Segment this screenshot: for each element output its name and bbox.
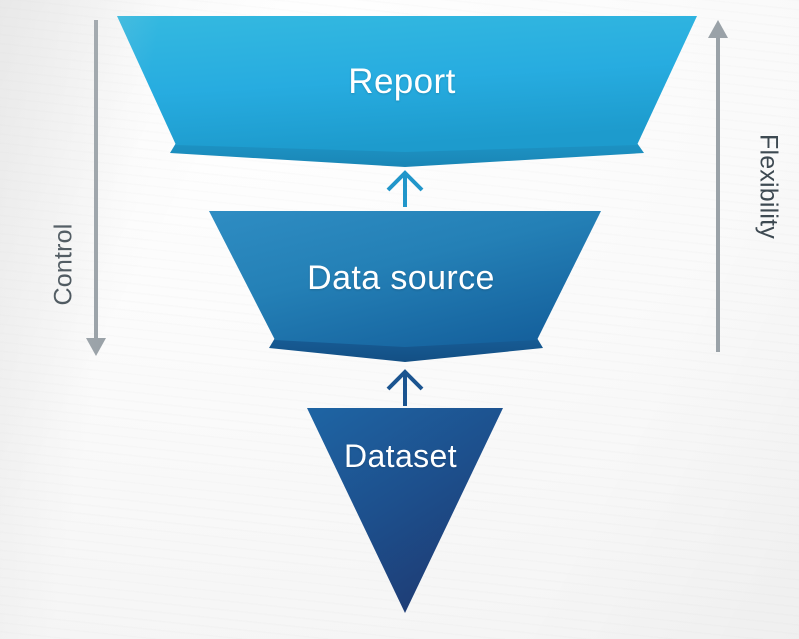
connector-data-source-to-report (386, 170, 424, 207)
funnel-level-dataset[interactable] (307, 408, 503, 613)
funnel-label-dataset: Dataset (343, 438, 458, 474)
data-source-shape (209, 211, 601, 347)
connector-dataset-to-data-source (386, 369, 424, 406)
funnel-label-data-source: Data source (307, 259, 495, 297)
data-source-shadow-band (269, 338, 543, 362)
control-axis-label: Control (49, 223, 78, 306)
flexibility-axis (708, 20, 728, 352)
connector-arrowhead (386, 369, 424, 391)
flexibility-axis-label: Flexibility (754, 134, 783, 239)
report-shape (117, 16, 697, 152)
funnel-level-data-source[interactable] (209, 211, 601, 362)
report-shadow-band (170, 143, 644, 167)
control-axis (86, 20, 106, 356)
dataset-shape (307, 408, 503, 613)
funnel-level-report[interactable] (117, 16, 697, 167)
control-axis-arrowhead-down (86, 338, 106, 356)
connector-arrowhead (386, 170, 424, 192)
funnel-label-report: Report (348, 62, 456, 101)
flexibility-axis-arrowhead-up (708, 20, 728, 38)
